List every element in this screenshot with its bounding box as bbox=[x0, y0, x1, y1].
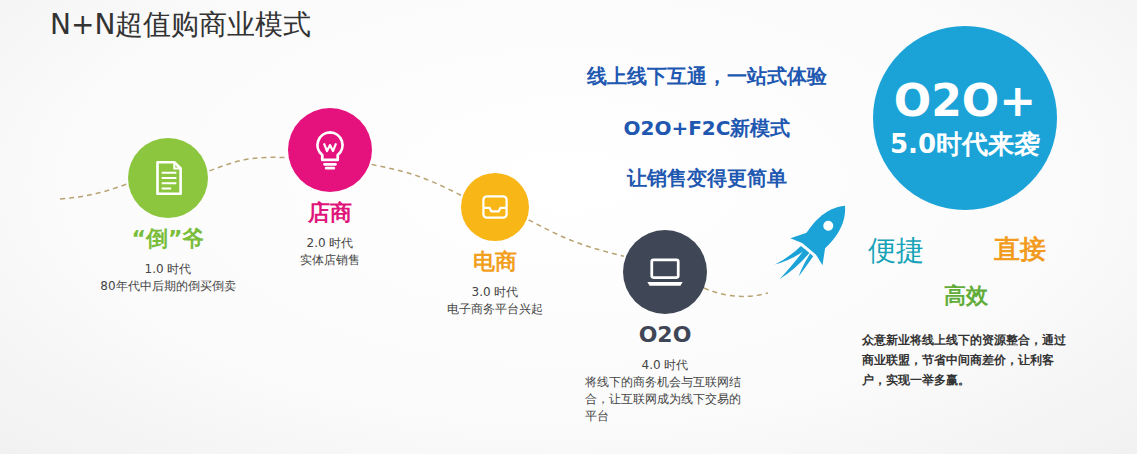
era-circle: “倒”爷1.0 时代80年代中后期的倒买倒卖 bbox=[128, 138, 208, 218]
era-circle: 店商2.0 时代实体店销售 bbox=[288, 108, 372, 192]
text-column: 店商 2.0 时代实体店销售 bbox=[300, 200, 360, 269]
dashed-trail bbox=[704, 288, 768, 296]
text-column: “倒”爷 1.0 时代80年代中后期的倒买倒卖 bbox=[100, 226, 235, 295]
node-body: 电子商务平台兴起 bbox=[447, 301, 543, 318]
circle-fill bbox=[288, 108, 372, 192]
node-body: 5.0时代来袭 bbox=[890, 130, 1040, 160]
node-body: 80年代中后期的倒买倒卖 bbox=[100, 278, 235, 295]
label-slot: 直接 bbox=[994, 234, 1046, 265]
circle-shape bbox=[461, 173, 529, 241]
era-circle: 电商3.0 时代电子商务平台兴起 bbox=[461, 173, 529, 241]
label-slot: O2O+F2C新模式 bbox=[624, 116, 791, 140]
circle-fill bbox=[128, 138, 208, 218]
text-column: O2O+5.0时代来袭 bbox=[873, 26, 1057, 210]
note-text: 众意新业将线上线下的资源整合，通过商业联盟，节省中间商差价，让利客户，实现一举多… bbox=[862, 330, 1067, 390]
node-body: 将线下的商务机会与互联网结合，让互联网成为线下交易的平台 bbox=[585, 374, 745, 425]
label-slot: 便捷 bbox=[868, 234, 924, 268]
node-body: 实体店销售 bbox=[300, 252, 360, 269]
node-heading: O2O bbox=[639, 322, 692, 347]
node-body: 1.0 时代 bbox=[145, 261, 192, 278]
label-slot: 高效 bbox=[944, 283, 988, 309]
era-circle-large: O2O+5.0时代来袭 bbox=[873, 26, 1057, 210]
node-heading: 电商 bbox=[473, 249, 517, 274]
node-body: 2.0 时代 bbox=[307, 235, 354, 252]
slogan-text: O2O+F2C新模式 bbox=[624, 116, 791, 140]
label-slot: 让销售变得更简单 bbox=[627, 166, 787, 190]
circle-fill bbox=[623, 230, 707, 314]
rocket-illustration bbox=[766, 192, 861, 294]
slogan-text: 让销售变得更简单 bbox=[627, 166, 787, 190]
circle-shape bbox=[623, 230, 707, 314]
text-column: O2O 4.0 时代将线下的商务机会与互联网结合，让互联网成为线下交易的平台 bbox=[585, 322, 745, 425]
feature-word: 直接 bbox=[994, 234, 1046, 265]
circle-icon bbox=[158, 162, 181, 194]
feature-word: 高效 bbox=[944, 283, 988, 309]
label-slot: 线上线下互通，一站式体验 bbox=[587, 64, 827, 88]
text-column: 电商 3.0 时代电子商务平台兴起 bbox=[447, 249, 543, 318]
circle-icon bbox=[647, 260, 682, 286]
label-slot: 众意新业将线上线下的资源整合，通过商业联盟，节省中间商差价，让利客户，实现一举多… bbox=[862, 330, 1067, 390]
diagram-title: N+N超值购商业模式 bbox=[50, 6, 311, 44]
dashed-connector bbox=[372, 164, 461, 195]
era-circle: O2O4.0 时代将线下的商务机会与互联网结合，让互联网成为线下交易的平台 bbox=[623, 230, 707, 314]
node-body: 4.0 时代 bbox=[642, 357, 689, 374]
circle-fill bbox=[461, 173, 529, 241]
node-heading: O2O+ bbox=[894, 76, 1036, 127]
circle-icon bbox=[483, 196, 506, 217]
circle-icon bbox=[317, 132, 342, 168]
circle-fill bbox=[873, 26, 1057, 210]
dashed-connector bbox=[209, 157, 286, 171]
circle-shape bbox=[128, 138, 208, 218]
node-heading: “倒”爷 bbox=[132, 226, 205, 251]
dashed-trail bbox=[60, 184, 127, 199]
node-body: 3.0 时代 bbox=[472, 284, 519, 301]
title-slot: N+N超值购商业模式 bbox=[50, 6, 311, 44]
feature-word: 便捷 bbox=[868, 234, 924, 268]
circle-shape bbox=[288, 108, 372, 192]
node-heading: 店商 bbox=[308, 200, 352, 225]
slogan-text: 线上线下互通，一站式体验 bbox=[587, 64, 827, 88]
dashed-connector bbox=[529, 220, 624, 256]
